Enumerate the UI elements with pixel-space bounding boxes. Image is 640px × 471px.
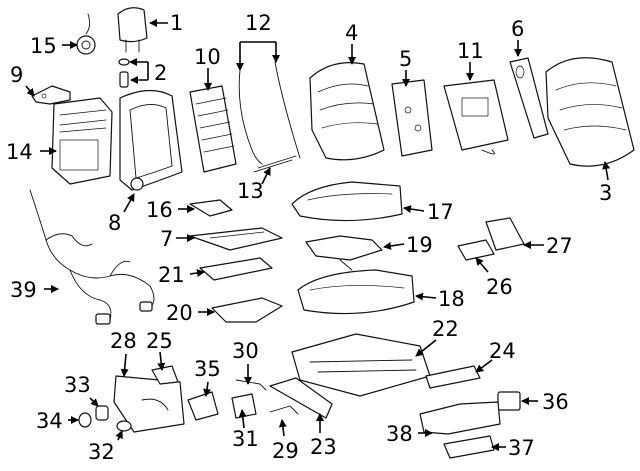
callout-20: 20 [166, 301, 193, 325]
callout-11: 11 [457, 39, 484, 63]
callout-26: 26 [486, 275, 513, 299]
callout-15: 15 [30, 34, 57, 58]
bracket-16-part [189, 199, 233, 217]
pad-21-part [199, 257, 273, 281]
callout-29: 29 [272, 439, 299, 463]
callout-6: 6 [511, 17, 524, 41]
callout-31: 31 [232, 427, 259, 451]
switch-35-part [187, 391, 219, 421]
switch-part [76, 13, 96, 55]
wire-rods-part [238, 61, 301, 173]
callout-25: 25 [146, 329, 173, 353]
knob-34-part [78, 412, 92, 428]
cable-29-part [269, 405, 299, 415]
seat-cushion-top-part [291, 181, 403, 222]
callout-5: 5 [399, 47, 412, 71]
callout-27: 27 [546, 234, 573, 258]
callout-7: 7 [160, 227, 173, 251]
track-23-part [269, 377, 333, 419]
bracket-26-part [457, 239, 495, 261]
wire-harness-part [29, 189, 155, 325]
cover-37-part [443, 435, 495, 459]
lumbar-part [189, 85, 237, 173]
callout-17: 17 [427, 200, 454, 224]
mat-19-part [305, 235, 383, 271]
knob-32-part [116, 420, 132, 432]
back-panel-part [51, 97, 113, 185]
callout-14: 14 [6, 140, 33, 164]
callout-33: 33 [64, 373, 91, 397]
callout-34: 34 [36, 409, 63, 433]
callout-24: 24 [489, 339, 516, 363]
pad-5-part [391, 79, 433, 157]
callout-28: 28 [110, 329, 137, 353]
callout-1: 1 [170, 11, 183, 35]
back-frame-part [119, 89, 183, 191]
back-cover-part [545, 57, 635, 167]
back-cushion-part [309, 62, 385, 161]
callout-35: 35 [194, 357, 221, 381]
callout-3: 3 [599, 181, 612, 205]
callout-13: 13 [237, 179, 264, 203]
switch-31-part [231, 393, 257, 419]
callout-9: 9 [10, 63, 23, 87]
callout-36: 36 [542, 390, 569, 414]
seat-cushion-bottom-part [297, 269, 415, 315]
callout-16: 16 [146, 198, 173, 222]
bracket-38-part [419, 401, 501, 435]
callout-37: 37 [508, 436, 535, 460]
tray-7-part [189, 227, 283, 251]
callout-32: 32 [88, 440, 115, 464]
bracket-30-part [235, 379, 267, 391]
callout-8: 8 [108, 211, 121, 235]
callout-38: 38 [386, 422, 413, 446]
callout-30: 30 [232, 339, 259, 363]
callout-4: 4 [345, 21, 358, 45]
callout-22: 22 [432, 317, 459, 341]
bracket-27-part [485, 217, 525, 251]
track-frame-part [291, 333, 431, 397]
callout-10: 10 [194, 45, 221, 69]
headrest-part [117, 7, 148, 53]
callout-39: 39 [10, 278, 37, 302]
bracket-36-part [497, 391, 521, 411]
callout-18: 18 [438, 287, 465, 311]
bracket-9-part [31, 85, 71, 105]
module-11-part [443, 79, 509, 155]
callout-2: 2 [154, 61, 167, 85]
headrest-guide-part [118, 58, 130, 88]
callout-21: 21 [158, 263, 185, 287]
callout-23: 23 [310, 435, 337, 459]
bracket-20-part [211, 297, 283, 323]
callout-19: 19 [406, 233, 433, 257]
knob-33-part [95, 405, 109, 421]
leader-arrows [25, 19, 611, 451]
bolster-6-part [509, 57, 549, 139]
rail-24-part [425, 365, 481, 389]
callout-labels: 1 2 3 4 5 6 7 8 9 10 11 12 13 14 15 16 1… [6, 11, 612, 464]
callout-12: 12 [245, 11, 272, 35]
